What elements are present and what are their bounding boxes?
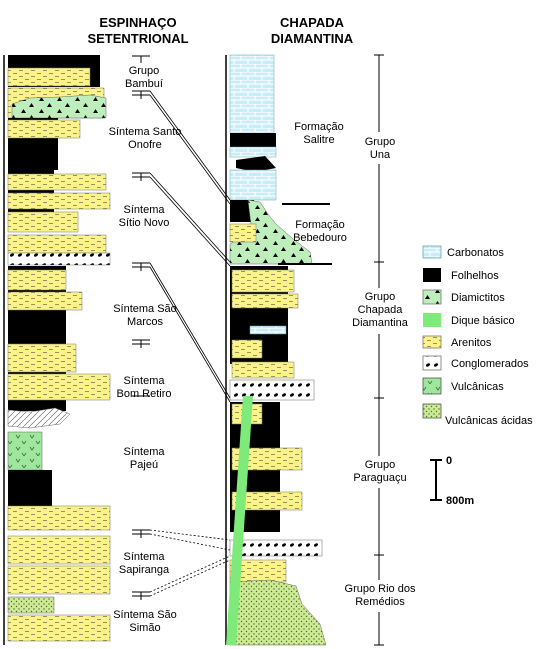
header-right-line2: DIAMANTINA [271,31,354,46]
legend-swatch-vulcanicas [422,377,442,395]
left-unit-labels: Grupo Bambuí Síntema Santo Onofre Síntem… [109,65,182,634]
group-una-line1: Grupo [365,136,396,148]
unit-bambui-line1: Grupo [129,65,160,77]
formation-bebedouro-line1: Formação [295,219,345,231]
unit-sao-simao-line1: Síntema São [113,609,177,621]
unit-sitio-novo-line1: Síntema [124,204,166,216]
right-layer-carbonate-top [229,54,275,134]
left-stratigraphic-column [7,55,111,642]
unit-sapiranga-line1: Síntema [124,551,166,563]
right-layer-sand-e [231,361,295,379]
header-right-line1: CHAPADA [280,15,345,30]
left-layer-acid-volcanic [7,596,55,614]
unit-sao-marcos-line2: Marcos [127,316,164,328]
legend-label-dique: Dique básico [451,315,515,327]
legend-label-arenitos: Arenitos [451,337,492,349]
unit-santo-onofre-line1: Síntema Santo [109,126,182,138]
right-formation-labels: Formação Salitre Formação Bebedouro [293,121,347,244]
group-chapada-line1: Grupo [365,291,396,303]
legend-label-diamictitos: Diamictitos [451,292,505,304]
group-rio-remedios-line1: Grupo Rio dos [345,583,416,595]
scale-label-top: 0 [446,455,452,467]
legend-label-carbonatos: Carbonatos [447,247,504,259]
legend-swatch-conglomerados [422,355,442,371]
left-layer-sand-3 [7,173,107,191]
left-layer-sand-6 [7,234,107,254]
formation-salitre-line1: Formação [294,121,344,133]
legend-label-folhelhos: Folhelhos [451,270,499,282]
right-layer-carbonate-d [249,325,287,335]
group-chapada-line2: Chapada [358,304,404,316]
left-layer-sand-2 [7,119,81,139]
right-layer-sand-a [229,223,257,243]
unit-sitio-novo-line2: Sítio Novo [119,217,170,229]
legend-swatch-carbonatos [422,245,442,259]
legend-swatch-folhelhos [423,268,441,282]
unit-pajeu-line1: Síntema [124,446,166,458]
left-layer-sand-5 [7,211,79,233]
right-layer-sand-b [231,269,295,293]
unit-bom-retiro-line1: Síntema [124,375,166,387]
left-layer-hatched-lens [7,407,71,429]
group-una-line2: Una [370,149,391,161]
left-layer-sand-7 [7,269,67,291]
formation-bebedouro-line2: Bebedouro [293,232,347,244]
left-layer-sand-10 [7,373,111,401]
right-layer-sand-d [231,339,263,359]
unit-bom-retiro-line2: Bom Retiro [116,388,171,400]
basic-dike [226,396,253,645]
legend-swatch-diamictitos [422,289,442,305]
unit-pajeu-line2: Pajeú [130,459,158,471]
right-stratigraphic-column [229,54,327,646]
unit-sapiranga-line2: Sapiranga [119,564,170,576]
scale-label-bottom: 800m [446,495,474,507]
left-layer-sand-11 [7,505,111,531]
legend-label-vulcanicas-acidas: Vulcânicas ácidas [445,415,533,427]
unit-bambui-line2: Bambuí [125,78,163,90]
left-layer-sand-12 [7,535,111,565]
left-boundary-ticks [132,55,150,600]
right-layer-carbonate-c [229,169,277,201]
group-labels: Grupo Una Grupo Chapada Diamantina Grupo… [338,132,422,612]
right-layer-shale-lens [236,156,276,172]
unit-sao-simao-line2: Simão [129,622,160,634]
group-paraguacu-line2: Paraguaçu [353,472,406,484]
left-layer-sand-8 [7,291,83,311]
header-left-line2: SETENTRIONAL [87,31,188,46]
left-layer-sand-4 [7,192,111,210]
formation-salitre-line2: Salitre [303,134,334,146]
legend-label-vulcanicas: Vulcânicas [451,381,504,393]
legend-label-conglomerados: Conglomerados [451,358,529,370]
legend-swatch-arenitos [422,335,442,349]
right-layer-conglomerate-b [229,539,323,557]
correlation-lines [149,90,231,597]
legend: Carbonatos Folhelhos Diamictitos Dique b… [422,245,533,427]
right-layer-carbonate-b [229,146,277,158]
right-layer-conglomerate-a [229,379,315,401]
right-layer-sand-c [231,293,299,309]
right-layer-sand-h [231,491,303,511]
legend-swatch-vulcanicas-acidas [422,403,442,419]
legend-swatch-dique [423,313,441,327]
right-layer-shale-b [230,200,254,222]
right-layer-shale-a [230,133,276,147]
group-chapada-line3: Diamantina [352,317,409,329]
unit-santo-onofre-line2: Onofre [128,139,162,151]
scale-bar [430,459,442,501]
left-layer-sand-14 [7,614,111,642]
unit-sao-marcos-line1: Síntema São [113,303,177,315]
left-layer-sand-9 [7,343,77,373]
left-layer-sand-13 [7,565,111,595]
right-layer-sand-g [231,447,303,471]
group-paraguacu-line1: Grupo [365,459,396,471]
right-layer-acid-volcanic [229,579,327,646]
left-layer-volcanic [7,431,43,471]
group-rio-remedios-line2: Remédios [355,596,405,608]
header-left-line1: ESPINHAÇO [99,15,176,30]
left-layer-conglomerate [7,252,111,266]
left-layer-sand-top [7,67,91,87]
